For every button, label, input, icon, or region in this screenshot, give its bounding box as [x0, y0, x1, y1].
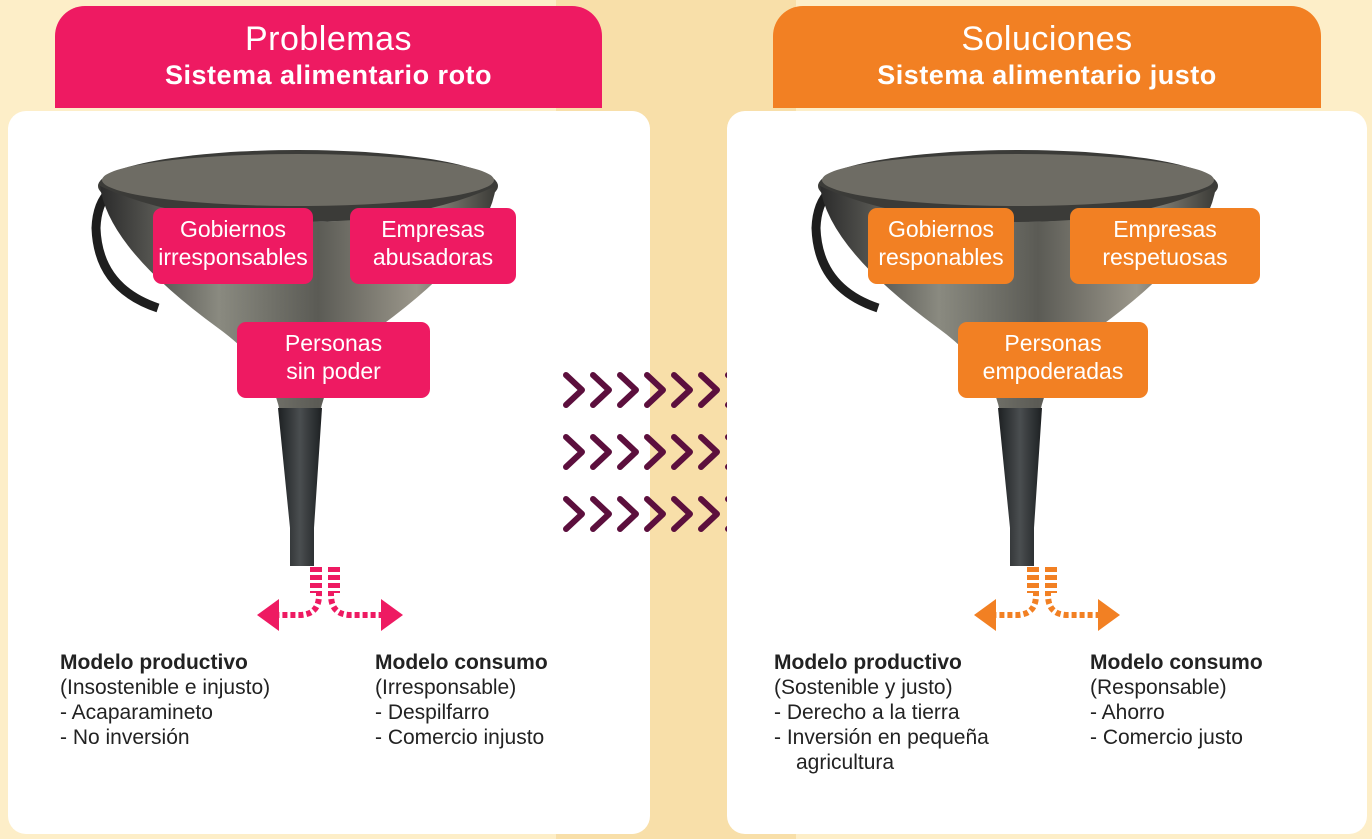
chevron-right-icon	[590, 372, 612, 408]
chevron-right-icon	[698, 434, 720, 470]
solutions-subtitle: Sistema alimentario justo	[877, 60, 1217, 90]
chevron-right-icon	[617, 496, 639, 532]
tag-people: Personas sin poder	[237, 322, 430, 398]
chevron-right-icon	[590, 496, 612, 532]
chevron-right-icon	[671, 372, 693, 408]
problems-subtitle: Sistema alimentario roto	[164, 60, 493, 90]
chevron-right-icon	[563, 434, 585, 470]
tag-people: Personas empoderadas	[958, 322, 1148, 398]
chevron-right-icon	[590, 434, 612, 470]
problems-title: Problemas	[244, 20, 412, 58]
chevron-arrows	[563, 372, 774, 532]
tag-governments: Gobiernos responables	[868, 208, 1014, 284]
chevron-right-icon	[698, 496, 720, 532]
solutions-title: Soluciones	[961, 20, 1133, 58]
split-arrow-icon	[257, 567, 403, 631]
solutions-header: Soluciones Sistema alimentario justo	[773, 6, 1321, 108]
problems-productive-model: Modelo productivo (Insostenible e injust…	[60, 651, 271, 749]
chevron-right-icon	[671, 434, 693, 470]
tag-governments: Gobiernos irresponsables	[153, 208, 313, 284]
solutions-productive-model: Modelo productivo (Sostenible y justo) -…	[774, 651, 989, 774]
problems-consumption-model: Modelo consumo (Irresponsable) - Despilf…	[375, 651, 548, 749]
solutions-consumption-model: Modelo consumo (Responsable) - Ahorro - …	[1090, 651, 1263, 749]
split-arrow-icon	[974, 567, 1120, 631]
chevron-right-icon	[644, 372, 666, 408]
chevron-right-icon	[563, 372, 585, 408]
chevron-right-icon	[617, 434, 639, 470]
chevron-right-icon	[698, 372, 720, 408]
chevron-right-icon	[644, 496, 666, 532]
tag-companies: Empresas abusadoras	[350, 208, 516, 284]
tag-companies: Empresas respetuosas	[1070, 208, 1260, 284]
chevron-right-icon	[671, 496, 693, 532]
chevron-right-icon	[644, 434, 666, 470]
problems-header: Problemas Sistema alimentario roto	[55, 6, 602, 108]
chevron-right-icon	[563, 496, 585, 532]
chevron-right-icon	[617, 372, 639, 408]
